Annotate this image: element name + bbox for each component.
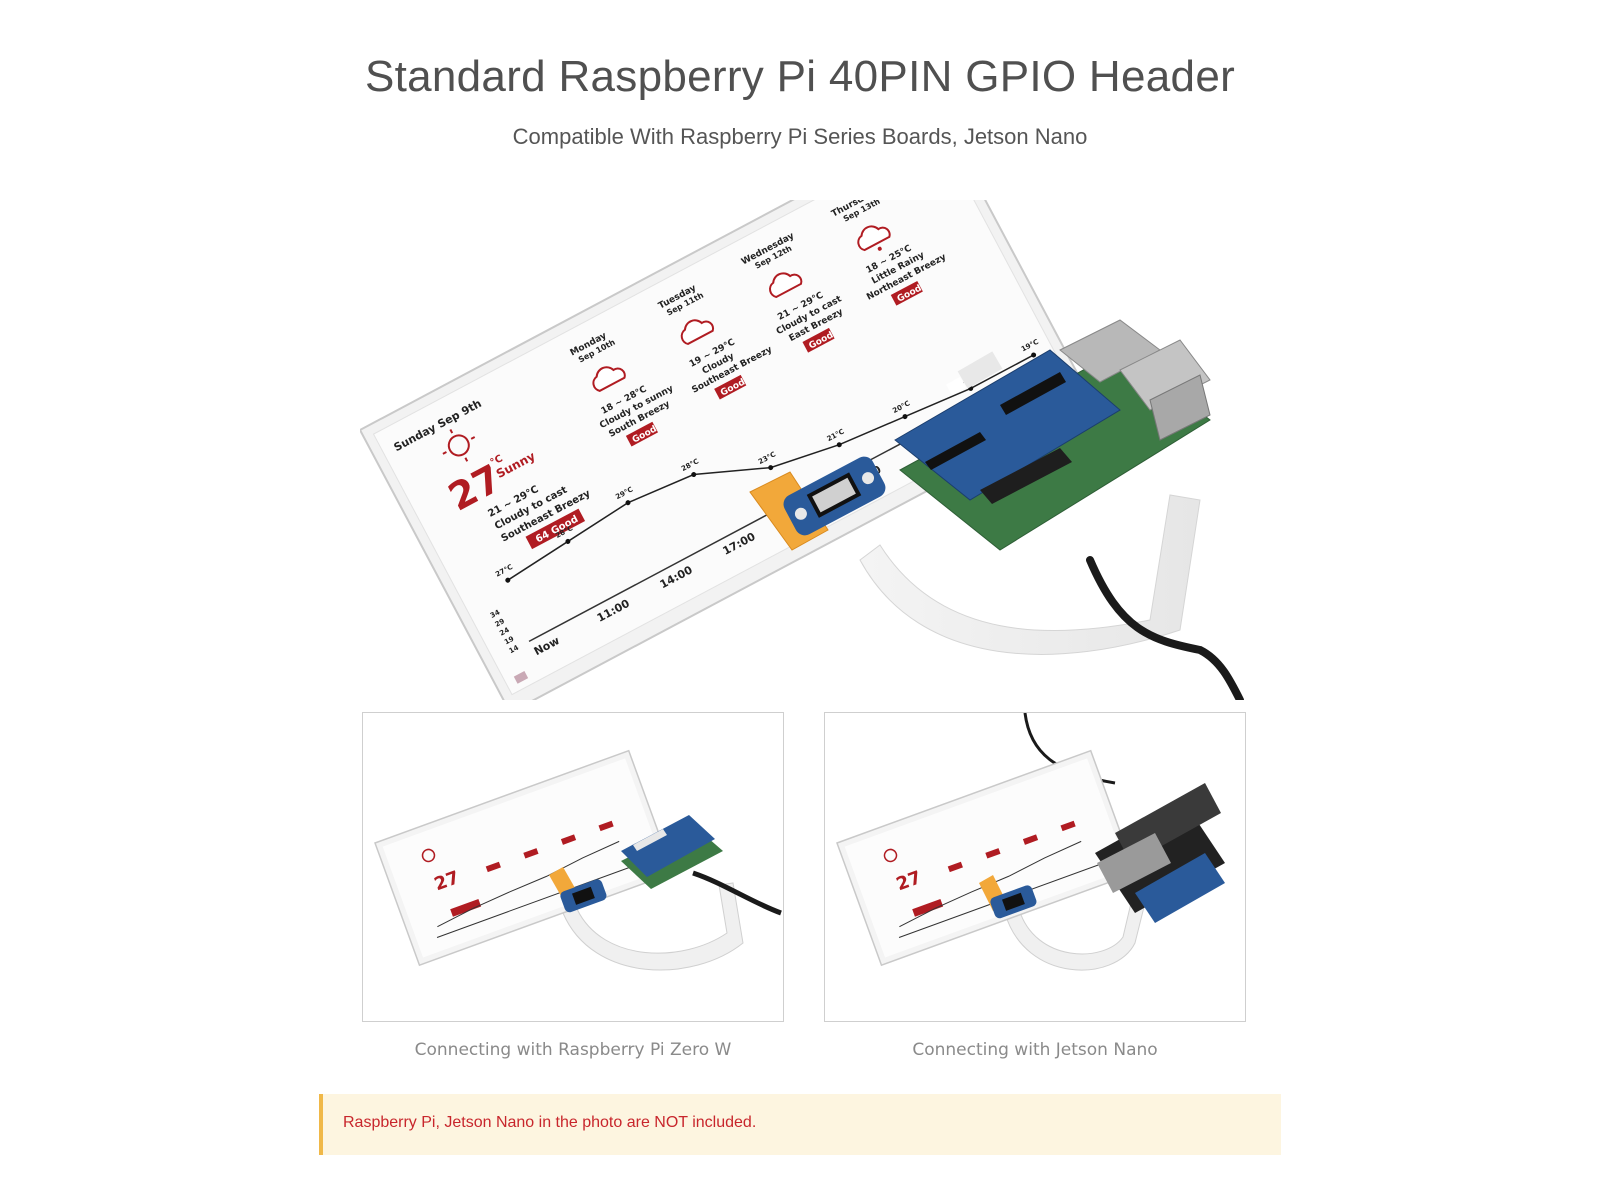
page-title: Standard Raspberry Pi 40PIN GPIO Header: [364, 52, 1236, 101]
cloud-sun-icon: [769, 272, 803, 299]
temperature-point: [768, 465, 774, 471]
caption-jetson-nano: Connecting with Jetson Nano: [912, 1040, 1158, 1060]
hero-product-photo: Sunday Sep 9th 27 °C Sunny 21 ~ 29°C Clo…: [360, 200, 1244, 700]
temperature-point: [1031, 352, 1037, 358]
usb-cable: [1086, 556, 1244, 700]
y-tick-label: 34: [489, 608, 501, 620]
rain-cloud-icon: [857, 225, 891, 252]
forecast-column: Wednesday Sep 12th 21 ~ 29°C Cloudy to c…: [740, 231, 845, 353]
photo-jetson-nano: 27: [824, 712, 1246, 1022]
temperature-point: [836, 442, 842, 448]
temperature-point: [505, 577, 511, 583]
raspberry-pi-with-hat: [894, 319, 1211, 551]
y-tick-label: 19: [503, 635, 515, 647]
not-included-notice: Raspberry Pi, Jetson Nano in the photo a…: [319, 1094, 1281, 1155]
temperature-point: [902, 414, 908, 420]
cloud-sun-icon: [680, 319, 715, 346]
cloud-sun-icon: [592, 366, 626, 392]
ribbon-cable: [859, 494, 1201, 655]
today-unit: °C: [489, 453, 505, 469]
y-tick-label: 24: [498, 626, 510, 638]
y-tick-label: 14: [508, 644, 520, 656]
temperature-point: [565, 538, 571, 544]
caption-raspberry-pi-zero-w: Connecting with Raspberry Pi Zero W: [414, 1040, 732, 1060]
thumbnail-illustration: 27: [374, 749, 782, 971]
temperature-point: [691, 472, 697, 478]
sun-icon: [442, 429, 476, 462]
fpc-adapter-board: [783, 456, 886, 536]
y-tick-label: 29: [494, 617, 506, 629]
temperature-point: [625, 500, 631, 506]
notice-text: Raspberry Pi, Jetson Nano in the photo a…: [343, 1114, 757, 1131]
thumbnail-illustration: 27: [836, 713, 1225, 971]
epaper-driver-hat: [894, 349, 1121, 501]
today-aqi-badge: [525, 508, 586, 550]
photo-raspberry-pi-zero-w: 27: [362, 712, 784, 1022]
page-subtitle: Compatible With Raspberry Pi Series Boar…: [512, 124, 1088, 149]
